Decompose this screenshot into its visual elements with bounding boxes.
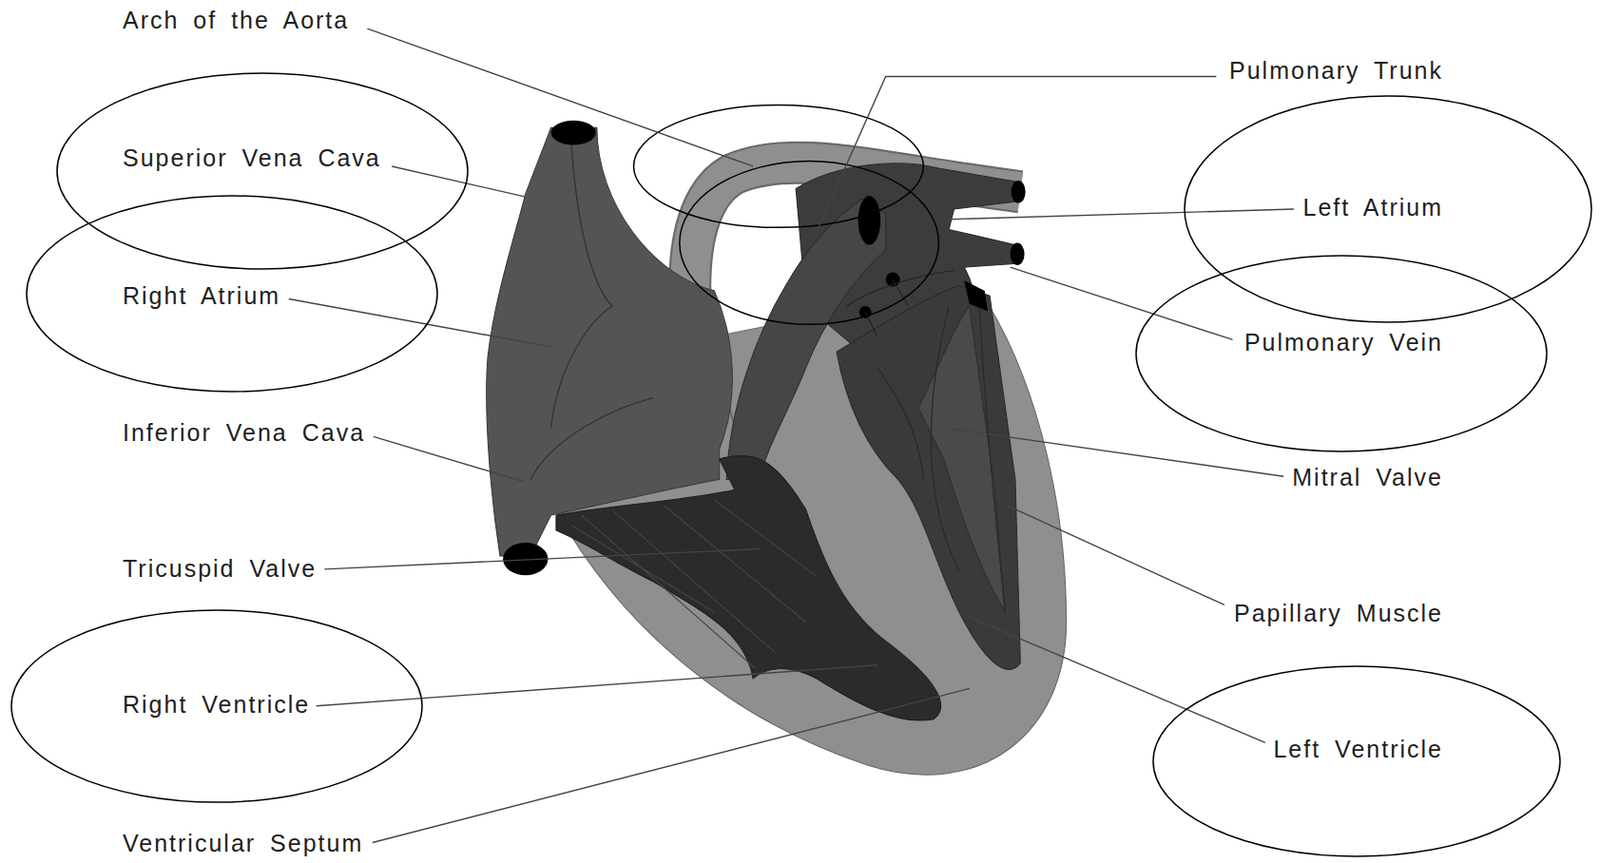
part-name: Right Ventricle — [119, 690, 313, 719]
part-label: Tricuspid Valve — [119, 554, 320, 583]
leader-line — [948, 209, 1294, 220]
leader-line — [969, 616, 1266, 743]
atrium-line — [530, 142, 654, 480]
leader-line — [324, 548, 760, 569]
highlight-ring — [679, 161, 940, 326]
part-label: Papillary Muscle — [1231, 598, 1446, 628]
ellipse-shape — [57, 73, 468, 270]
ellipse-shape — [1153, 666, 1561, 857]
label-ellipse: Pulmonary Vein — [1135, 254, 1548, 453]
label-ellipse: Superior Vena Cava — [56, 72, 469, 270]
vein-opening — [1010, 242, 1025, 266]
leader-line — [372, 688, 970, 843]
leader-line — [1010, 267, 1234, 340]
leader-line — [391, 166, 526, 197]
trunk-opening — [858, 195, 882, 246]
leader-line — [816, 76, 1217, 232]
part-label: Arch of the Aorta — [119, 5, 352, 35]
right-ventricle — [556, 455, 942, 721]
ellipse-shape — [1136, 255, 1547, 452]
left-ventricle — [836, 286, 1021, 671]
pulmonary-trunk — [726, 198, 886, 480]
part-name: Right Atrium — [119, 281, 284, 310]
leader-line — [373, 436, 524, 482]
part-name: Pulmonary Vein — [1241, 327, 1446, 357]
leader-line — [948, 428, 1284, 477]
vessel-line — [847, 269, 955, 337]
part-label: Pulmonary Trunk — [1226, 56, 1446, 85]
highlight-ring — [634, 105, 925, 229]
ellipse-shape — [26, 195, 438, 392]
label-ellipse: Left Ventricle — [1152, 665, 1562, 858]
leader-line — [316, 665, 878, 707]
leader-line — [289, 298, 552, 347]
ellipse-shape — [1184, 96, 1592, 323]
part-name: Left Ventricle — [1270, 734, 1446, 764]
label-ellipse: Right Atrium — [25, 194, 439, 393]
part-name: Superior Vena Cava — [119, 143, 385, 173]
leader-lines — [289, 28, 1294, 843]
leader-line — [366, 28, 753, 167]
part-label: Ventricular Septum — [119, 828, 367, 858]
ellipse-shape — [11, 610, 423, 803]
heart-group — [289, 28, 1294, 843]
part-label: Inferior Vena Cava — [119, 418, 368, 447]
trabecula-line — [571, 500, 817, 669]
label-ellipse: Right Ventricle — [10, 609, 424, 804]
part-label: Mitral Valve — [1289, 462, 1446, 492]
part-name: Left Atrium — [1300, 192, 1447, 222]
vein-opening — [1011, 180, 1026, 204]
vena-cava-opening — [551, 120, 597, 146]
leader-line — [1010, 506, 1225, 605]
dark-patch — [963, 280, 988, 311]
ventricle-line — [877, 306, 1005, 613]
label-ellipse: Left Atrium — [1183, 95, 1593, 324]
